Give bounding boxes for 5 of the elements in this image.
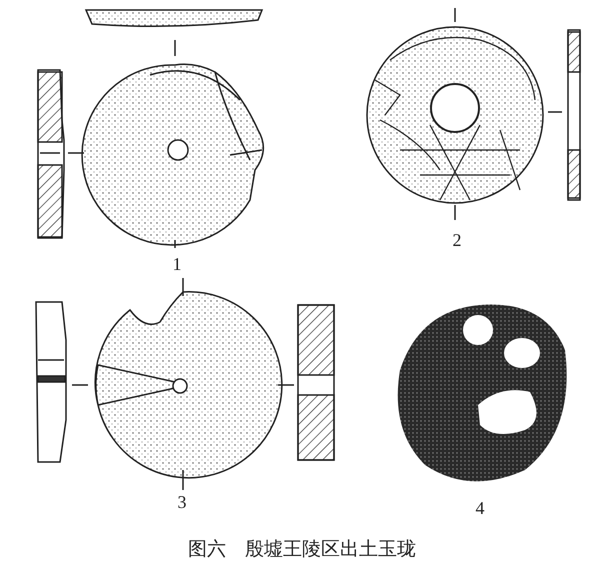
- figure-number: 3: [178, 492, 186, 513]
- figure-number: 4: [476, 498, 484, 519]
- figure-number: 2: [452, 230, 462, 251]
- figure-number: 1: [172, 254, 182, 275]
- figure-caption: 图六 殷墟王陵区出土玉珑: [187, 537, 417, 562]
